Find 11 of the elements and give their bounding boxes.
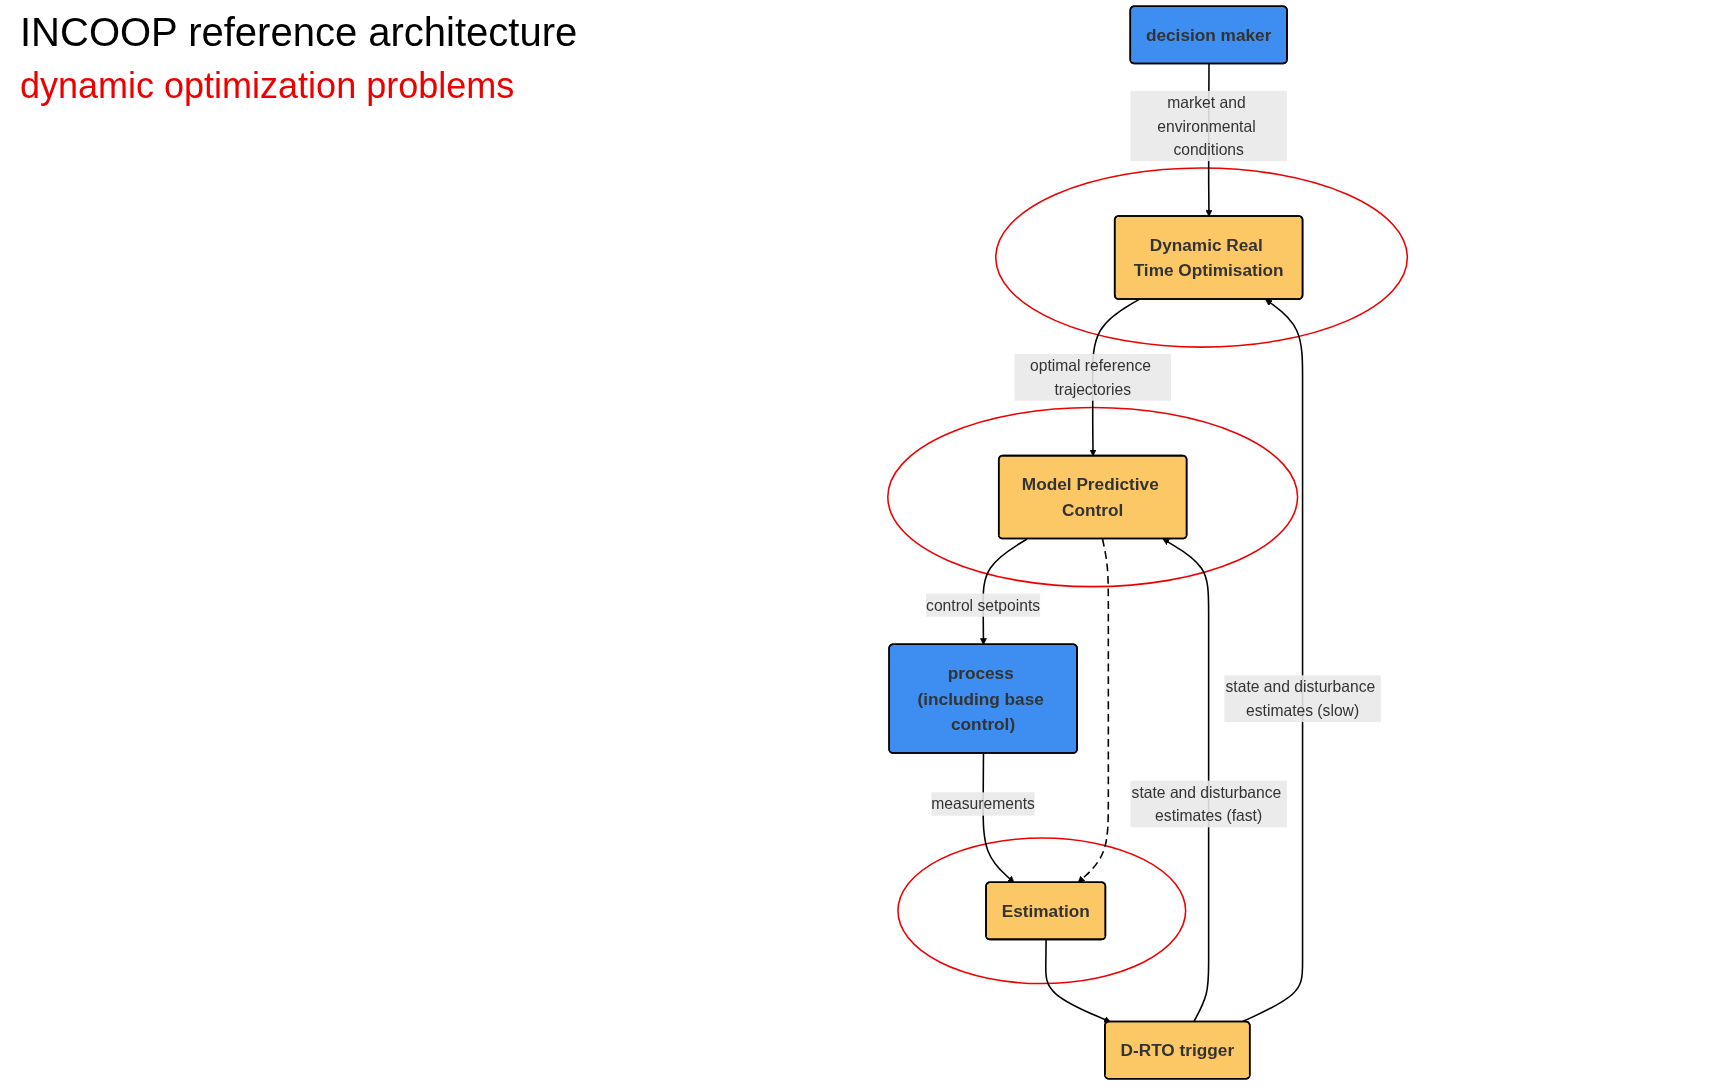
arrow (1162, 538, 1210, 1023)
edge-label: measurements (931, 795, 1035, 813)
edge-label: state and disturbance estimates (slow) (1225, 678, 1376, 720)
title: INCOOP reference architecture (20, 10, 578, 55)
edge-label: control setpoints (926, 596, 1041, 614)
edge-label: state and disturbance estimates (fast) (1131, 783, 1282, 825)
arrow (1045, 939, 1111, 1023)
edge-label: optimal reference trajectories (1030, 356, 1151, 398)
edge-label: market and environmental conditions (1157, 93, 1256, 159)
note-label: dynamic optimization problems (20, 65, 516, 107)
arrow (1077, 538, 1110, 883)
